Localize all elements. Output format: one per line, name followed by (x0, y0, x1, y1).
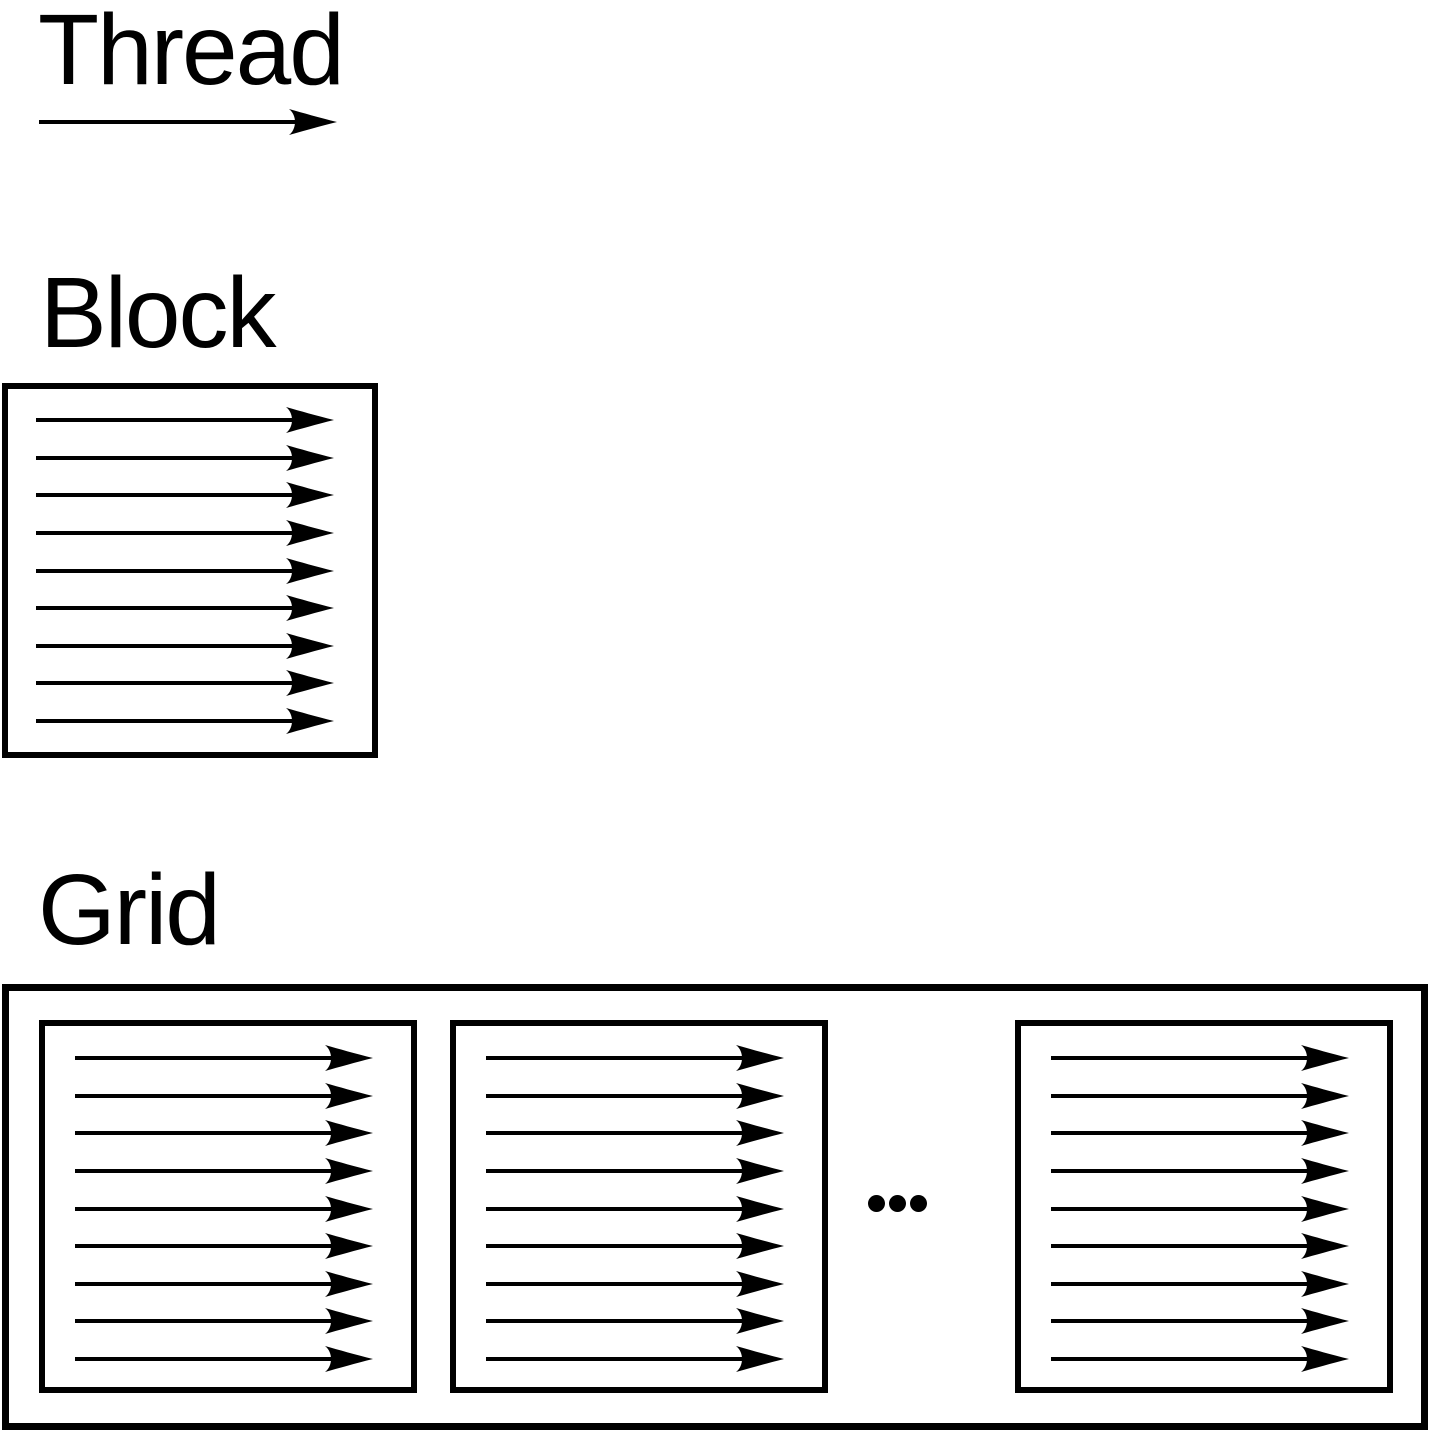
thread-arrow-icon (1051, 1157, 1349, 1184)
thread-arrow-icon (1051, 1082, 1349, 1109)
thread-arrow-icon (486, 1308, 784, 1335)
grid-block-3-thread-arrows (1051, 1045, 1349, 1372)
ellipsis-dot (868, 1195, 885, 1212)
thread-arrow-icon (1051, 1120, 1349, 1147)
thread-arrow-icon (36, 519, 334, 546)
thread-arrow-icon (36, 670, 334, 697)
thread-arrow-icon (36, 557, 334, 584)
thread-arrow-icon (75, 1120, 373, 1147)
thread-arrow-icon (486, 1082, 784, 1109)
thread-arrow-icon (39, 109, 337, 135)
thread-arrow-icon (36, 595, 334, 622)
thread-arrow-icon (486, 1346, 784, 1372)
thread-arrow-icon (75, 1045, 373, 1071)
thread-arrow-icon (486, 1195, 784, 1222)
thread-arrow-icon (1051, 1346, 1349, 1372)
thread-arrow-icon (75, 1233, 373, 1260)
thread-arrow-icon (486, 1045, 784, 1071)
grid-block-2-thread-arrows (486, 1045, 784, 1372)
grid-box (2, 984, 1428, 1430)
thread-arrow-icon (1051, 1308, 1349, 1335)
thread-arrow (39, 109, 337, 135)
thread-arrow-icon (486, 1233, 784, 1260)
thread-arrow-icon (75, 1157, 373, 1184)
thread-arrow-icon (75, 1082, 373, 1109)
grid-block-box-2 (450, 1020, 828, 1393)
ellipsis-dot (889, 1195, 906, 1212)
grid-ellipsis (868, 1195, 927, 1212)
thread-arrow-icon (75, 1308, 373, 1335)
thread-arrow-icon (75, 1346, 373, 1372)
grid-block-box-1 (39, 1020, 417, 1393)
thread-arrow-icon (1051, 1045, 1349, 1071)
thread-arrow-icon (486, 1120, 784, 1147)
grid-block-box-3 (1015, 1020, 1393, 1393)
thread-arrow-icon (1051, 1270, 1349, 1297)
ellipsis-dot (910, 1195, 927, 1212)
thread-arrow-icon (36, 482, 334, 509)
thread-arrow-icon (36, 708, 334, 734)
block-thread-arrows (36, 407, 334, 734)
block-box (2, 383, 378, 758)
thread-arrow-icon (36, 444, 334, 471)
grid-block-1-thread-arrows (75, 1045, 373, 1372)
thread-arrow-icon (36, 632, 334, 659)
thread-arrow-icon (75, 1195, 373, 1222)
thread-arrow-icon (75, 1270, 373, 1297)
grid-label: Grid (38, 854, 221, 966)
thread-arrow-icon (486, 1270, 784, 1297)
thread-label: Thread (38, 0, 345, 106)
thread-arrow-icon (1051, 1233, 1349, 1260)
thread-arrow-icon (1051, 1195, 1349, 1222)
block-label: Block (40, 257, 277, 369)
thread-arrow-icon (36, 407, 334, 433)
thread-arrow-icon (486, 1157, 784, 1184)
